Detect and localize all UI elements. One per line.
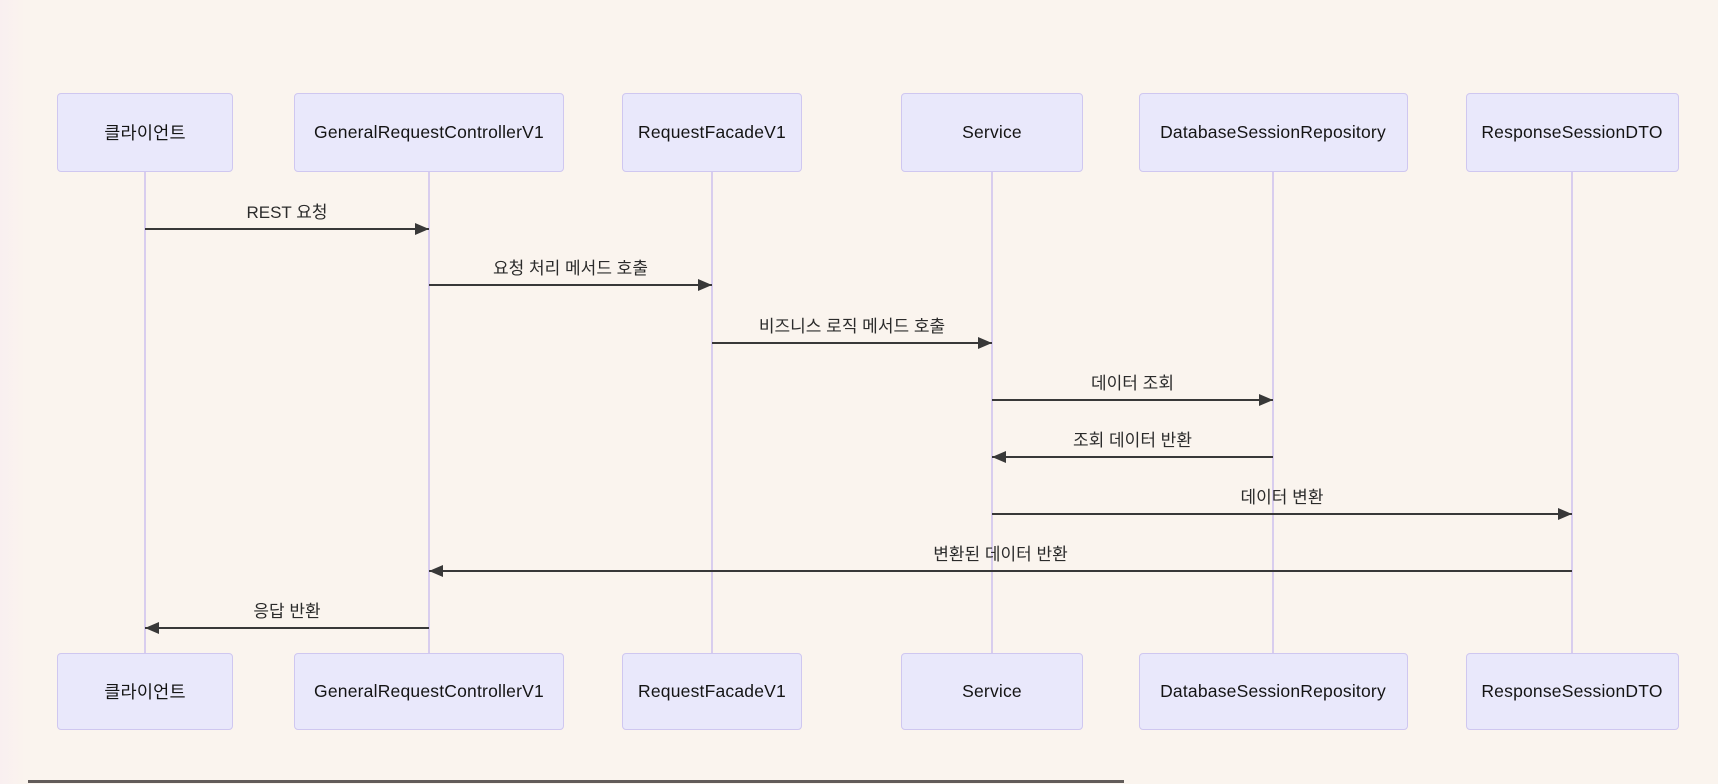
actor-box-top: Service: [901, 93, 1083, 172]
actor-box-top: DatabaseSessionRepository: [1138, 93, 1408, 172]
message-line: [429, 570, 1572, 572]
actor-label: DatabaseSessionRepository: [1160, 122, 1386, 142]
message-label: 요청 처리 메서드 호출: [493, 259, 648, 278]
message-line: [992, 513, 1572, 515]
window-bottom-edge: [28, 780, 1124, 783]
actor-label: 클라이언트: [104, 682, 186, 702]
actor-lifeline: [711, 172, 713, 653]
actor-lifeline: [428, 172, 430, 653]
message-line: [992, 456, 1273, 458]
message-label: 데이터 조회: [1091, 374, 1174, 393]
actor-label: Service: [962, 681, 1022, 701]
message-label: REST 요청: [246, 203, 328, 222]
message-arrowhead-icon: [698, 279, 712, 291]
actor-box-bottom: DatabaseSessionRepository: [1138, 653, 1408, 730]
actor-label: Service: [962, 122, 1022, 142]
actor-label: RequestFacadeV1: [638, 122, 786, 142]
message-label: 조회 데이터 반환: [1073, 431, 1192, 450]
message-arrowhead-icon: [1259, 394, 1273, 406]
actor-box-top: ResponseSessionDTO: [1465, 93, 1679, 172]
message-arrowhead-icon: [429, 565, 443, 577]
actor-lifeline: [1272, 172, 1274, 653]
message-line: [429, 284, 712, 286]
actor-lifeline: [991, 172, 993, 653]
message-arrowhead-icon: [415, 223, 429, 235]
actor-label: GeneralRequestControllerV1: [314, 122, 544, 142]
actor-box-bottom: ResponseSessionDTO: [1465, 653, 1679, 730]
message-line: [145, 627, 429, 629]
actor-lifeline: [144, 172, 146, 653]
message-arrowhead-icon: [145, 622, 159, 634]
message-label: 응답 반환: [253, 602, 321, 621]
actor-label: ResponseSessionDTO: [1481, 681, 1663, 701]
message-label: 비즈니스 로직 메서드 호출: [758, 317, 946, 336]
actor-label: ResponseSessionDTO: [1481, 122, 1663, 142]
actor-lifeline: [1571, 172, 1573, 653]
message-arrowhead-icon: [992, 451, 1006, 463]
actor-label: GeneralRequestControllerV1: [314, 681, 544, 701]
actor-box-top: 클라이언트: [57, 93, 233, 172]
message-line: [992, 399, 1273, 401]
actor-box-top: RequestFacadeV1: [622, 93, 802, 172]
message-label: 데이터 변환: [1240, 488, 1324, 507]
message-arrowhead-icon: [978, 337, 992, 349]
actor-box-bottom: 클라이언트: [57, 653, 233, 730]
actor-box-bottom: GeneralRequestControllerV1: [294, 653, 564, 730]
actor-box-top: GeneralRequestControllerV1: [294, 93, 564, 172]
actor-label: RequestFacadeV1: [638, 681, 786, 701]
actor-box-bottom: RequestFacadeV1: [622, 653, 802, 730]
left-edge-band: [0, 0, 26, 784]
actor-box-bottom: Service: [901, 653, 1083, 730]
message-line: [145, 228, 429, 230]
actor-label: 클라이언트: [104, 123, 186, 143]
message-label: 변환된 데이터 반환: [933, 545, 1068, 564]
message-line: [712, 342, 992, 344]
message-arrowhead-icon: [1558, 508, 1572, 520]
actor-label: DatabaseSessionRepository: [1160, 681, 1386, 701]
